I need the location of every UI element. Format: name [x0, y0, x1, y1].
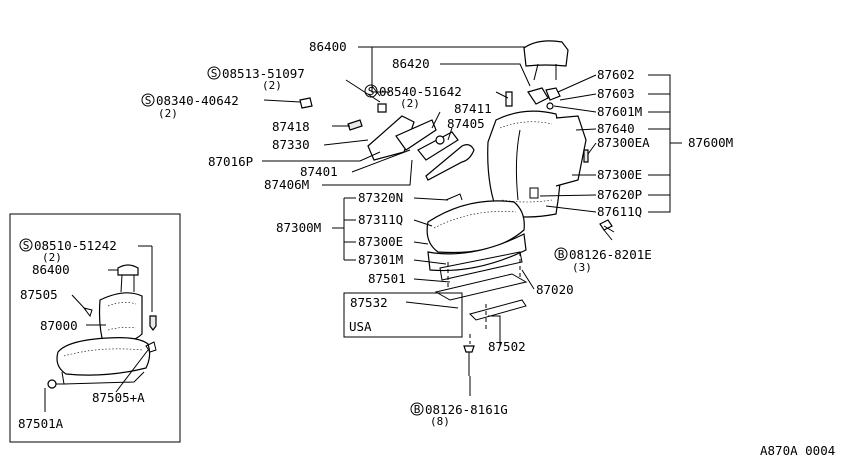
screw-symbol-08513: S [207, 66, 221, 80]
label-86400: 86400 [309, 39, 347, 54]
label-87532: 87532 [350, 295, 388, 310]
svg-text:S: S [145, 94, 152, 107]
label-87300ea: 87300EA [597, 135, 650, 150]
label-08340: 08340-40642 [156, 93, 239, 108]
bolt-bottom [463, 334, 475, 376]
svg-text:S: S [368, 85, 375, 98]
label-87300m: 87300M [276, 220, 321, 235]
svg-text:B: B [414, 403, 421, 416]
qty-08126-8201e: (3) [572, 261, 592, 274]
label-87320n: 87320N [358, 190, 403, 205]
svg-text:S: S [23, 239, 30, 252]
label-87502: 87502 [488, 339, 526, 354]
inset-label-87505: 87505 [20, 287, 58, 302]
label-87020: 87020 [536, 282, 574, 297]
svg-text:B: B [558, 248, 565, 261]
label-87401: 87401 [300, 164, 338, 179]
label-usa: USA [349, 319, 372, 334]
label-86420: 86420 [392, 56, 430, 71]
label-87411: 87411 [454, 101, 492, 116]
seat-back-illustration [487, 110, 589, 218]
inset-label-08510: 08510-51242 [34, 238, 117, 253]
label-87620p: 87620P [597, 187, 642, 202]
seat-rails-illustration [434, 252, 528, 332]
label-87601m: 87601M [597, 104, 642, 119]
inset-label-87501a: 87501A [18, 416, 64, 431]
inset-label-86400: 86400 [32, 262, 70, 277]
label-08126-8161g: 08126-8161G [425, 402, 508, 417]
qty-08540: (2) [400, 97, 420, 110]
label-87311q: 87311Q [358, 212, 403, 227]
qty-08126-8161g: (8) [430, 415, 450, 428]
label-87501: 87501 [368, 271, 406, 286]
inset-screw-symbol: S [19, 238, 33, 252]
recliner-illustration [299, 91, 513, 181]
label-87602: 87602 [597, 67, 635, 82]
bolt-symbol-08126-81: B [410, 402, 424, 416]
label-87640: 87640 [597, 121, 635, 136]
label-87301m: 87301M [358, 252, 403, 267]
screw-symbol-08540: S [364, 84, 378, 98]
label-87300e-back: 87300E [597, 167, 642, 182]
svg-text:S: S [211, 67, 218, 80]
qty-08340: (2) [158, 107, 178, 120]
label-87016p: 87016P [208, 154, 253, 169]
label-87611q: 87611Q [597, 204, 642, 219]
label-87418: 87418 [272, 119, 310, 134]
label-87405: 87405 [447, 116, 485, 131]
bolt-back-right [599, 219, 615, 233]
inset-label-87505a: 87505+A [92, 390, 145, 405]
qty-08513: (2) [262, 79, 282, 92]
inset-frame [9, 213, 181, 443]
label-87600m: 87600M [688, 135, 733, 150]
inset-qty-08510: (2) [42, 251, 62, 264]
label-08540: 08540-51642 [379, 84, 462, 99]
figure-code: A870A 0004 [760, 443, 835, 458]
label-87603: 87603 [597, 86, 635, 101]
headrest-guides [527, 87, 561, 110]
label-87406m: 87406M [264, 177, 309, 192]
inset-label-87000: 87000 [40, 318, 78, 333]
usa-note-box [343, 292, 463, 338]
bolt-symbol-08126-82: B [554, 247, 568, 261]
label-87300e-cushion: 87300E [358, 234, 403, 249]
inset-seat-illustration [47, 264, 157, 389]
label-08513: 08513-51097 [222, 66, 305, 81]
label-87330: 87330 [272, 137, 310, 152]
headrest-illustration [523, 40, 569, 81]
screw-symbol-08340: S [141, 93, 155, 107]
label-08126-8201e: 08126-8201E [569, 247, 652, 262]
seat-cushion-illustration [426, 193, 527, 281]
